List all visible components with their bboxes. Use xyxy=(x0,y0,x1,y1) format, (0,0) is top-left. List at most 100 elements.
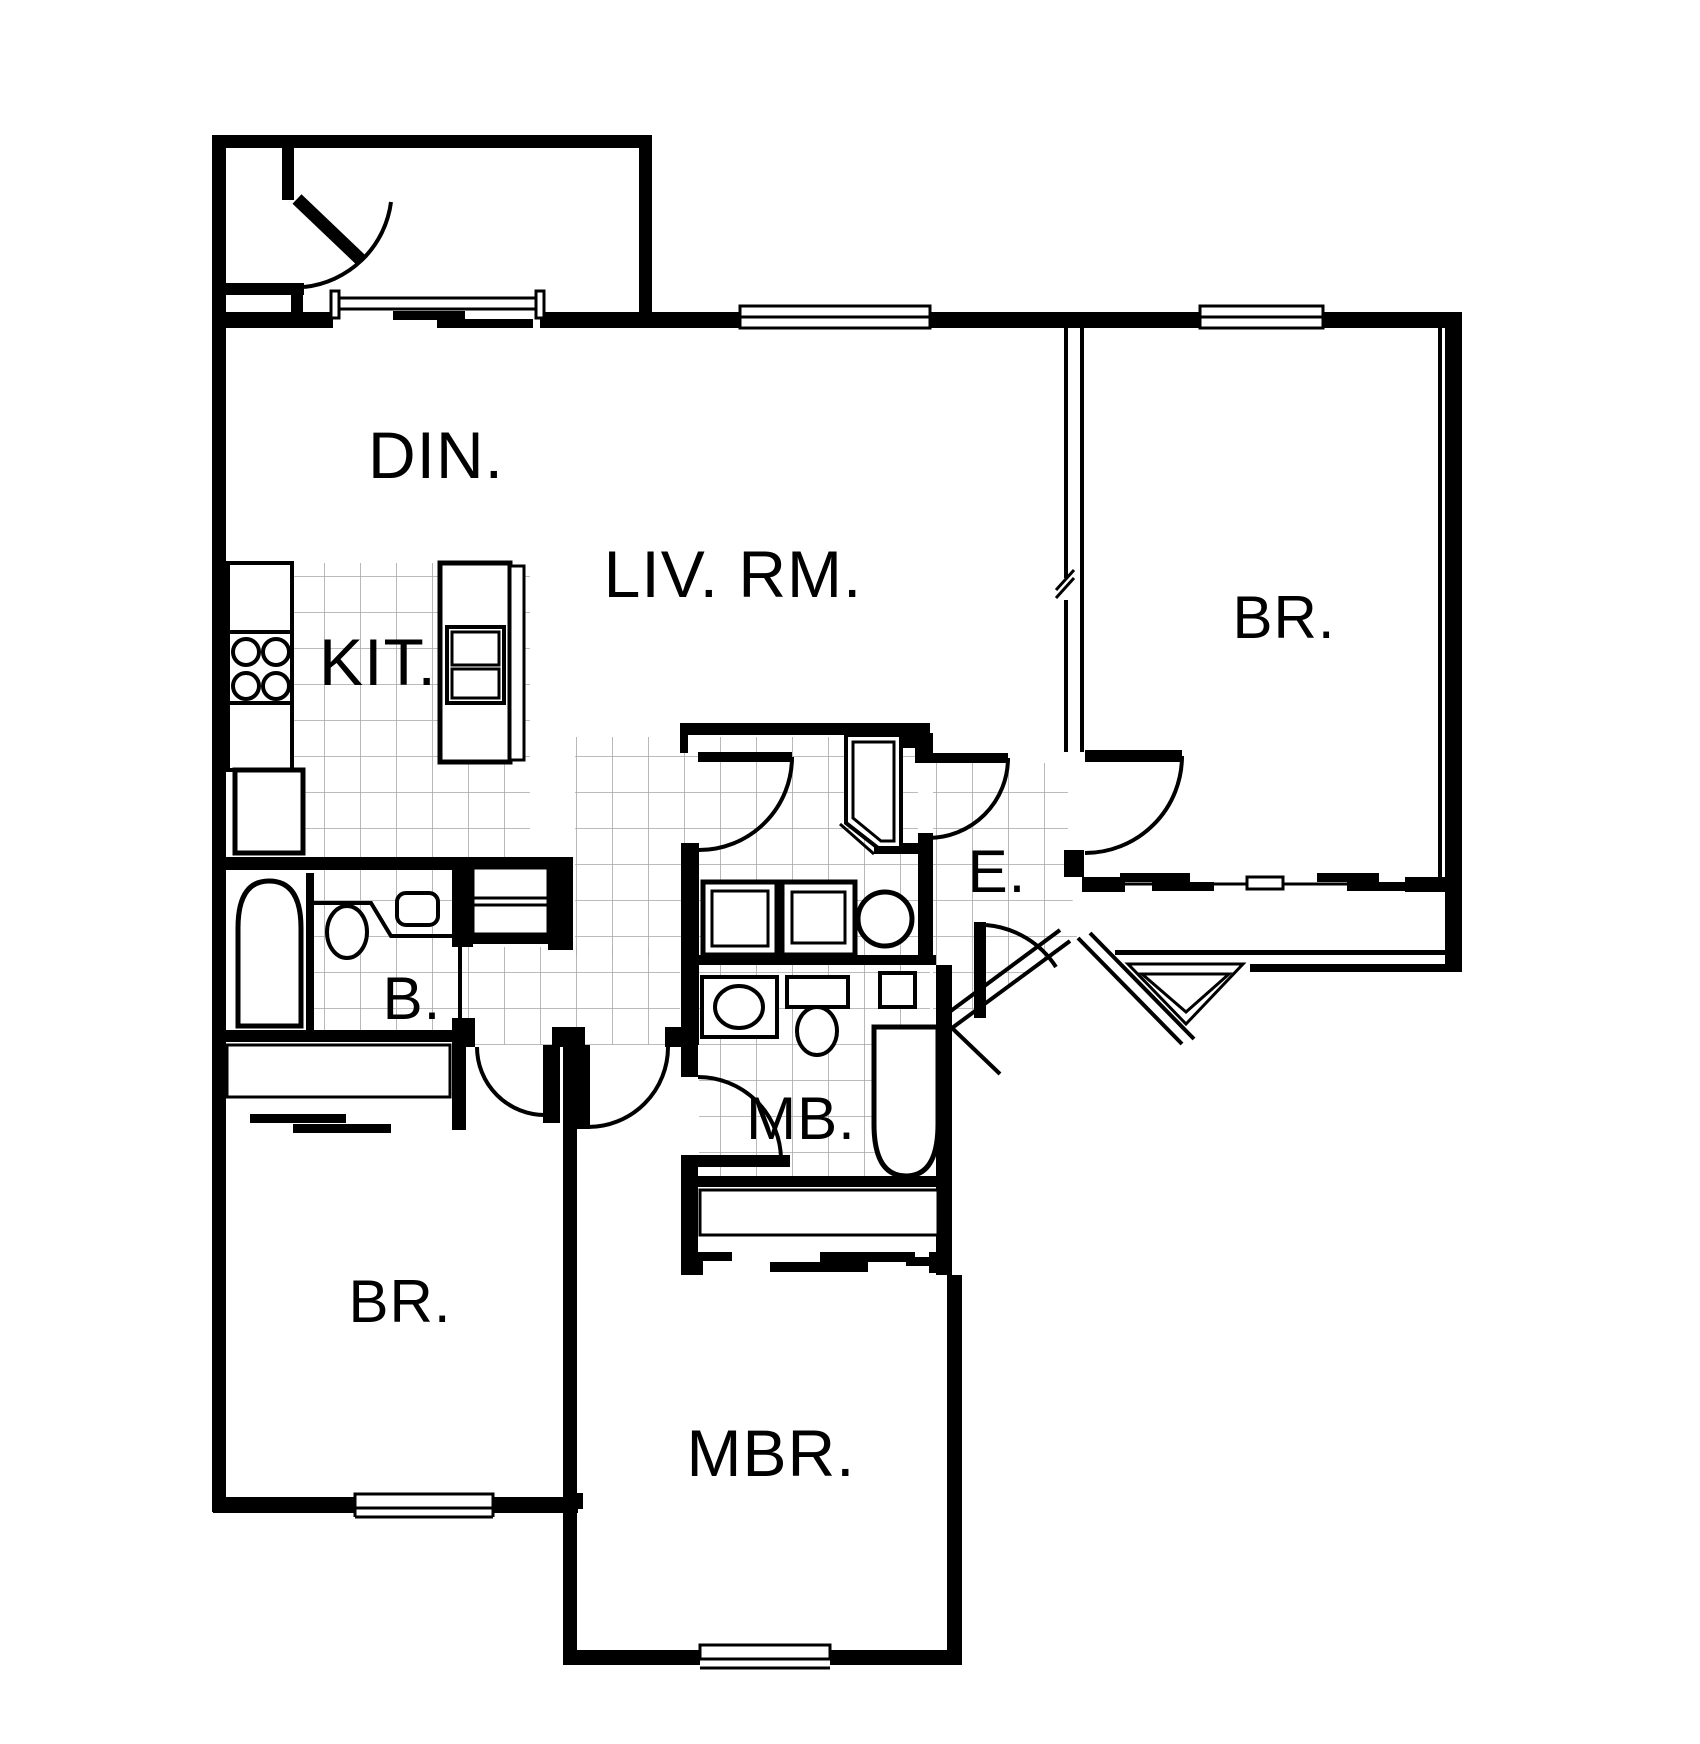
label-entry: E. xyxy=(968,838,1027,905)
master-bath-door-leaf xyxy=(698,1155,790,1167)
wall-linen-jamb-left xyxy=(452,857,473,947)
bedroom-right-door-swing xyxy=(1084,755,1184,855)
bathroom-tub xyxy=(235,878,304,1029)
wall-mbr-bottom-a xyxy=(563,1650,700,1665)
balcony-slider-fixed xyxy=(1245,875,1285,891)
entry-closet-door-swing xyxy=(985,923,1058,969)
wall-top-b xyxy=(540,312,740,328)
stove-burner-2 xyxy=(261,637,291,667)
wall-hall-mid-block xyxy=(552,1027,585,1047)
wall-shower-diagonal xyxy=(839,822,875,856)
mbr-closet-jamb-right-b xyxy=(929,1252,938,1273)
entry-door-swing xyxy=(927,757,1010,840)
wall-hall-jamb-b xyxy=(665,1027,683,1047)
label-bathroom: B. xyxy=(383,965,442,1032)
wall-top-e xyxy=(1323,312,1462,328)
wall-porch-right xyxy=(639,135,652,325)
shower-stall-inner xyxy=(851,740,896,843)
master-bath-toilet-bowl xyxy=(795,1005,839,1057)
master-bath-door-swing xyxy=(697,1075,783,1161)
hall-bath-cabinet-inner xyxy=(710,889,770,948)
br-closet-slider-b xyxy=(293,1124,391,1133)
label-kitchen: KIT. xyxy=(319,625,437,699)
wall-complex-top xyxy=(680,723,930,735)
bedroom-left-door-swing xyxy=(475,1046,546,1117)
dining-slider-post-left xyxy=(329,289,341,320)
wall-mbr-bottom-b xyxy=(830,1650,962,1665)
vestibule-diagonal-left-b xyxy=(942,928,1062,1018)
entry-vestibule xyxy=(942,928,1247,1076)
kitchen-base-cabinet xyxy=(232,767,306,856)
wall-hall-bottom-a xyxy=(226,1030,452,1042)
wall-right-outer xyxy=(1445,312,1462,972)
entry-door-leaf xyxy=(928,753,1008,763)
wall-hall-jamb-a xyxy=(452,1018,475,1047)
mbr-closet-slider-b xyxy=(770,1262,868,1272)
master-bath-tub xyxy=(871,1024,941,1179)
br-closet-interior xyxy=(225,1043,452,1099)
wall-porch-top xyxy=(212,135,652,148)
mbr-closet-interior xyxy=(698,1188,940,1237)
balcony-slider-panel-a xyxy=(1120,873,1190,882)
dining-slider-track xyxy=(331,296,542,311)
vestibule-diagonal-left-a xyxy=(950,939,1072,1030)
bathroom-door-closed xyxy=(458,945,462,1022)
wall-porch-closet-bottom xyxy=(226,283,304,295)
room-labels: DIN. KIT. LIV. RM. BR. E. B. MB. BR. MBR… xyxy=(319,418,1334,1490)
hall-bath-counter-inner xyxy=(790,890,847,945)
bedroom-left-window xyxy=(353,1492,495,1510)
wall-liv-br-divider-b xyxy=(1080,328,1084,752)
wall-closet-return xyxy=(452,1047,466,1130)
vestibule-triangle-inner xyxy=(1137,972,1233,1014)
mbr-closet-jamb-left-a xyxy=(694,1252,732,1261)
front-door-leaf xyxy=(292,194,367,266)
dining-slider-post-right xyxy=(534,289,546,320)
wall-liv-br-divider-a xyxy=(1064,328,1068,752)
wall-complex-right-upper xyxy=(918,833,933,965)
wall-complex-left xyxy=(681,843,699,1045)
vestibule-triangle-outer xyxy=(1124,962,1247,1027)
wall-top-c xyxy=(930,312,1083,328)
wall-complex-top-cap xyxy=(680,723,688,753)
linen-closet-interior xyxy=(471,866,550,936)
wall-linen-bottom xyxy=(455,933,555,944)
mbr-door-swing xyxy=(587,1046,670,1129)
wall-top-d xyxy=(1083,312,1200,328)
mbr-closet-jamb-left-b xyxy=(694,1252,703,1275)
wall-bedroom-right-door-cap xyxy=(1064,850,1084,877)
bathroom-toilet xyxy=(325,904,369,960)
stove-burner-4 xyxy=(261,671,291,701)
wall-top-a xyxy=(226,312,333,328)
label-living-room: LIV. RM. xyxy=(604,537,863,611)
wall-bedroom-left-bottom-a xyxy=(213,1497,355,1513)
doors xyxy=(292,194,1184,1167)
bedroom-right-door-leaf xyxy=(1085,750,1182,762)
balcony-slider-panel-c xyxy=(1317,873,1379,882)
bedroom-left-door-leaf xyxy=(543,1045,560,1123)
wall-hallbath-bottom xyxy=(687,955,936,965)
windows xyxy=(329,289,1440,1670)
mbr-closet-slider-a xyxy=(820,1252,915,1262)
stove-burner-1 xyxy=(231,637,261,667)
wall-mb-left-a xyxy=(681,1045,698,1077)
hall-bath-door-swing xyxy=(698,756,794,852)
label-bedroom-left: BR. xyxy=(348,1268,451,1335)
wall-mbr-right xyxy=(947,1275,962,1665)
vestibule-diagonal-right-a xyxy=(1076,936,1184,1046)
balcony-rail-inner xyxy=(1115,950,1445,955)
dining-slider-panel-b xyxy=(437,319,533,328)
mbr-closet-jamb-right-a xyxy=(906,1257,938,1266)
master-bath-sink xyxy=(713,984,765,1030)
wall-porch-closet-partition xyxy=(282,148,294,200)
wall-tub-partition xyxy=(306,873,314,1033)
balcony-slider-panel-b xyxy=(1152,882,1214,891)
mbr-door-leaf xyxy=(575,1045,590,1129)
label-master-bath: MB. xyxy=(746,1085,856,1152)
kitchen-sink-basin-2 xyxy=(450,667,501,700)
vestibule-walk-edge xyxy=(950,1026,1002,1076)
dining-slider-panel-a xyxy=(393,311,465,320)
wall-mb-left-b xyxy=(681,1155,698,1275)
kitchen-sink-basin-1 xyxy=(450,630,501,667)
entry-closet-door-leaf xyxy=(974,922,986,1018)
